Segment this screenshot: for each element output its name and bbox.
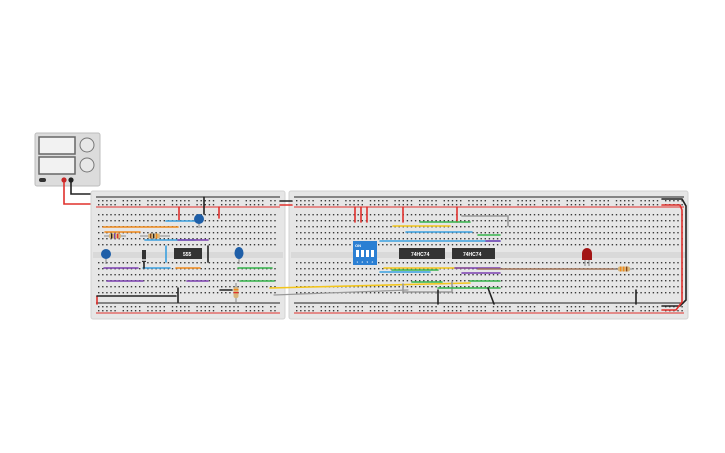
dip-switch[interactable]: ON 1 2 3 4 [353,241,377,265]
breadboard-holes [98,200,683,312]
diode[interactable] [142,250,146,262]
dip-switch-on-label: ON [355,243,361,248]
wire-gray [273,289,409,296]
dip-toggle[interactable] [371,250,374,257]
current-display [38,156,76,175]
capacitor[interactable] [194,214,204,228]
power-lead-red[interactable] [63,182,92,205]
power-switch[interactable] [39,178,46,182]
chip-74hc74[interactable]: 74HC74 [399,248,445,259]
dip-number: 3 [367,260,369,264]
dip-toggle[interactable] [366,250,369,257]
resistor[interactable] [104,233,126,239]
chip-555[interactable]: 555 [174,248,202,259]
wire-black-loop [661,198,687,307]
chip-74hc74-label: 74HC74 [411,252,430,258]
led[interactable] [582,248,592,266]
resistor[interactable] [614,266,634,272]
dip-toggle[interactable] [356,250,359,257]
wire-black [487,287,495,305]
resistor[interactable] [140,233,170,239]
dip-number: 2 [362,260,364,264]
knob-icon[interactable] [79,157,95,173]
positive-terminal[interactable] [61,177,67,183]
chip-74hc74-label: 74HC74 [463,252,482,258]
voltage-display [38,136,76,155]
knob-icon[interactable] [79,137,95,153]
components[interactable]: 555 74HC74 74HC74 ON 1 2 3 4 [101,214,634,302]
power-rails [96,196,684,314]
wire-gray [402,281,453,293]
capacitor[interactable] [234,247,244,264]
resistor[interactable] [233,283,239,302]
negative-terminal[interactable] [68,177,74,183]
chip-555-label: 555 [183,252,192,258]
wires[interactable] [96,196,687,311]
chip-74hc74[interactable]: 74HC74 [452,248,495,259]
wire-gray [461,215,509,227]
dip-number: 4 [372,260,374,264]
power-lead-black[interactable] [70,182,92,195]
dip-toggle[interactable] [361,250,364,257]
wire-yellow [269,282,471,289]
dip-number: 1 [357,260,359,264]
capacitor[interactable] [101,249,111,264]
wire-red-loop [661,204,683,311]
power-supply[interactable] [34,132,101,187]
